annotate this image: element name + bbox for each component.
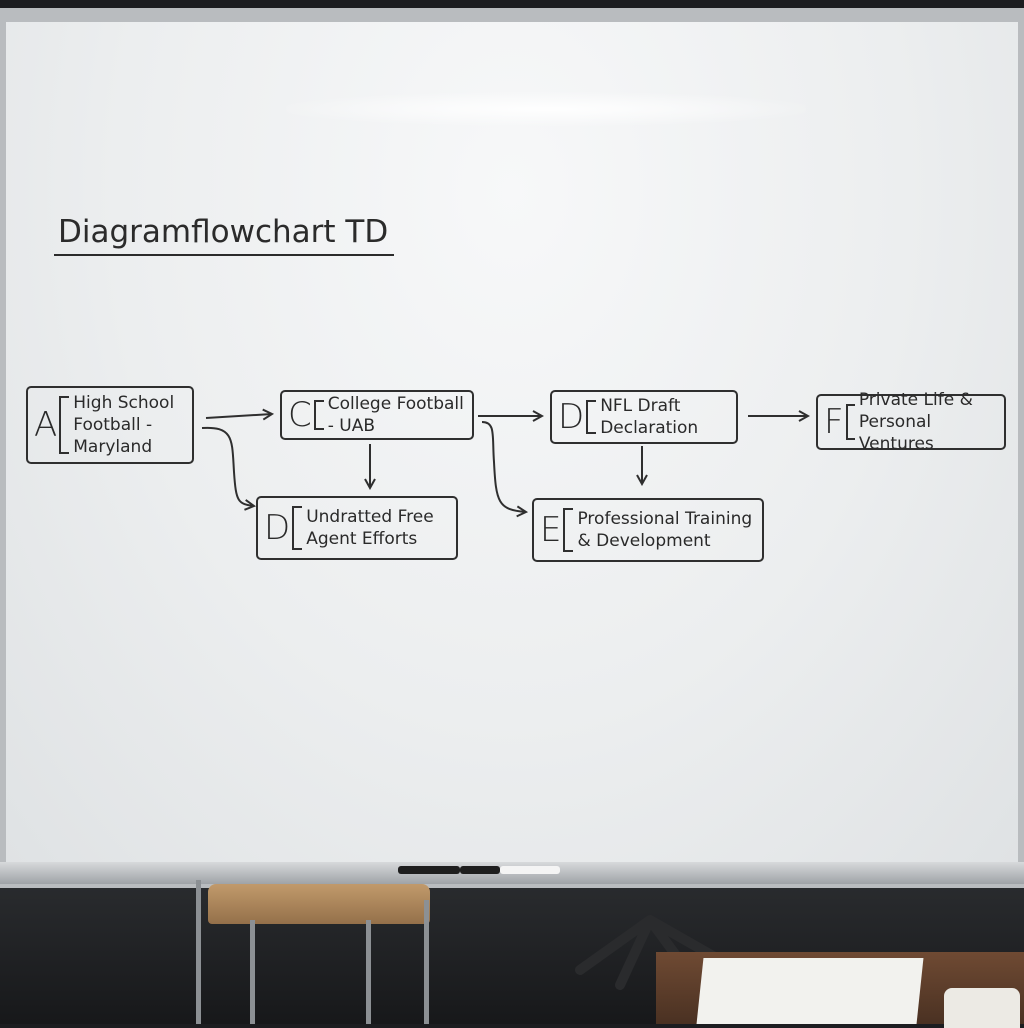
marker-cap <box>460 866 500 874</box>
node-f-bracket <box>845 404 855 440</box>
node-d-draft-bracket <box>586 400 597 434</box>
edge-a-to-c <box>205 414 272 418</box>
chair-leg <box>424 900 429 1024</box>
node-c-letter: C <box>288 395 312 435</box>
chair-leg <box>250 920 255 1024</box>
node-c[interactable]: C College Football - UAB <box>280 390 474 440</box>
node-e-label: Professional Training & Development <box>577 509 753 551</box>
node-d-draft-label: NFL Draft Declaration <box>600 396 699 438</box>
chair-leg <box>196 880 201 1024</box>
chair-leg <box>366 920 371 1024</box>
chair-seat <box>208 884 430 924</box>
whiteboard: Diagramflowchart TD A High School Footba… <box>6 22 1018 870</box>
node-d-undrafted-label: Undratted Free Agent Efforts <box>306 507 434 549</box>
edge-a-to-d2 <box>201 426 254 506</box>
node-c-bracket <box>313 400 324 430</box>
coffee-mug <box>944 988 1020 1028</box>
node-a-letter: A <box>34 405 58 445</box>
node-d-undrafted-letter: D <box>264 508 291 548</box>
office-chair-base <box>575 915 725 990</box>
node-a[interactable]: A High School Football - Maryland <box>26 386 194 464</box>
node-a-label: High School Football - Maryland <box>73 393 175 457</box>
whiteboard-frame: Diagramflowchart TD A High School Footba… <box>0 8 1024 888</box>
node-f-label: Private Life & Personal Ventures <box>858 390 973 454</box>
edge-c-to-e <box>481 421 526 512</box>
node-f-letter: F <box>824 402 844 442</box>
node-d-draft-letter: D <box>558 397 585 437</box>
light-glare <box>286 92 806 126</box>
node-d-undrafted-bracket <box>292 506 303 550</box>
node-e[interactable]: E Professional Training & Development <box>532 498 764 562</box>
node-d-draft[interactable]: D NFL Draft Declaration <box>550 390 738 444</box>
node-e-bracket <box>563 508 574 552</box>
stack-of-papers <box>696 958 924 1024</box>
white-marker[interactable] <box>500 866 560 874</box>
black-marker[interactable] <box>398 866 460 874</box>
edges-layer <box>201 22 1018 870</box>
node-d-undrafted[interactable]: D Undratted Free Agent Efforts <box>256 496 458 560</box>
diagram-title: Diagramflowchart TD <box>54 214 395 256</box>
node-e-letter: E <box>540 510 562 550</box>
node-c-label: College Football - UAB <box>327 394 464 436</box>
node-a-bracket <box>59 396 70 454</box>
node-f[interactable]: F Private Life & Personal Ventures <box>816 390 1006 454</box>
